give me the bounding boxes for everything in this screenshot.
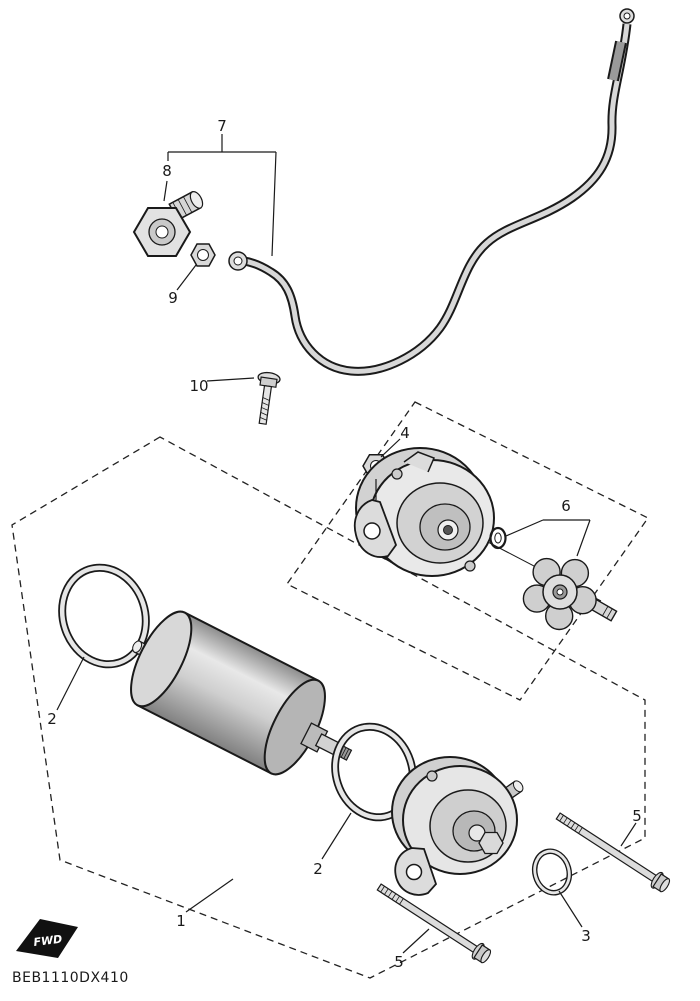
callout-5-upper: 5 <box>632 807 642 825</box>
sealing-ring <box>531 848 573 896</box>
callout-7: 7 <box>217 117 227 135</box>
battery-cable <box>228 8 635 376</box>
leader-9 <box>176 264 197 291</box>
drive-gear-assembly <box>522 557 618 631</box>
front-bracket <box>353 447 495 577</box>
callout-2-rear: 2 <box>313 860 323 878</box>
callout-1: 1 <box>176 912 186 930</box>
leader-5-lower <box>402 928 430 954</box>
fwd-arrow: FWD <box>16 919 78 958</box>
callout-10: 10 <box>189 377 208 395</box>
callout-8: 8 <box>162 162 172 180</box>
leader-8 <box>163 180 168 202</box>
fwd-label: FWD <box>33 933 63 949</box>
callout-2-front: 2 <box>47 710 57 728</box>
leader-5-upper <box>620 822 637 847</box>
leader-10 <box>206 377 255 382</box>
cable-core <box>243 23 630 374</box>
front-bracket-tab <box>403 451 435 473</box>
callout-5-lower: 5 <box>394 953 404 971</box>
callout-9: 9 <box>168 289 178 307</box>
terminal-nut <box>190 243 216 267</box>
rear-bracket <box>391 756 524 896</box>
o-ring-rear <box>331 722 417 822</box>
terminal-nut-rear <box>478 831 504 855</box>
lock-washer <box>489 526 507 550</box>
o-ring-front <box>58 563 150 669</box>
callout-leaders <box>56 134 637 954</box>
leader-6 <box>505 519 591 557</box>
through-bolt-upper <box>555 812 671 893</box>
leader-7 <box>167 134 277 257</box>
callout-3: 3 <box>581 927 591 945</box>
outer-assembly-boundary <box>11 436 646 979</box>
leader-3 <box>558 890 583 928</box>
mount-bolt <box>257 371 281 425</box>
through-bolt-lower <box>376 883 492 964</box>
leader-4 <box>375 438 401 500</box>
leader-1 <box>185 878 234 913</box>
sub-assembly-boundary <box>286 401 649 701</box>
callout-6: 6 <box>561 497 571 515</box>
diagram-code: BEB1110DX410 <box>12 970 129 986</box>
callout-4: 4 <box>400 424 410 442</box>
leader-2-rear <box>321 812 352 860</box>
leader-2-front <box>56 656 85 711</box>
terminal-cap-nut <box>132 190 204 257</box>
